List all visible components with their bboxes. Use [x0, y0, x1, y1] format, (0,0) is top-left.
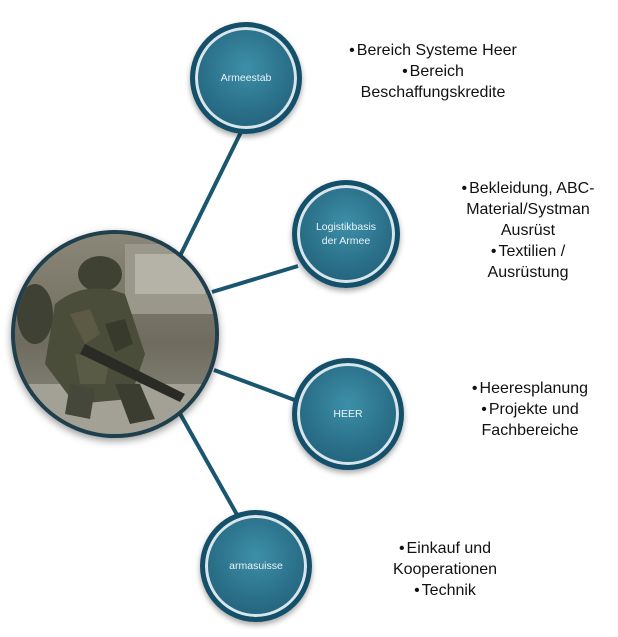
armasuisse-item-1: Einkauf und Kooperationen	[380, 538, 510, 580]
armeestab-bullets: Bereich Systeme Heer Bereich Beschaffung…	[318, 40, 548, 103]
node-logistikbasis: Logistikbasis der Armee	[292, 180, 400, 288]
node-heer: HEER	[292, 358, 404, 470]
logistikbasis-item-2: Textilien / Ausrüstung	[473, 241, 583, 283]
armasuisse-item-2: Technik	[370, 580, 520, 601]
heer-item-1: Heeresplanung	[445, 378, 615, 399]
node-armasuisse-label: armasuisse	[229, 560, 283, 572]
connector-heer	[213, 368, 301, 404]
node-heer-label: HEER	[333, 408, 363, 420]
node-armeestab-label: Armeestab	[220, 72, 272, 84]
connector-armeestab	[176, 129, 244, 261]
heer-bullets: Heeresplanung Projekte und Fachbereiche	[445, 378, 615, 441]
node-armeestab: Armeestab	[190, 22, 302, 134]
soldier-image	[15, 234, 215, 434]
armasuisse-bullets: Einkauf und Kooperationen Technik	[370, 538, 520, 601]
logistikbasis-item-1: Bekleidung, ABC-Material/Systman Ausrüst	[440, 178, 616, 241]
soldier-photo	[11, 230, 219, 438]
connector-logistikbasis	[211, 264, 299, 294]
node-logistikbasis-label: Logistikbasis der Armee	[315, 221, 377, 247]
armeestab-item-2: Bereich Beschaffungskredite	[358, 61, 508, 103]
logistikbasis-bullets: Bekleidung, ABC-Material/Systman Ausrüst…	[440, 178, 616, 283]
node-armasuisse: armasuisse	[200, 510, 312, 622]
heer-item-2: Projekte und Fachbereiche	[460, 399, 600, 441]
armeestab-item-1: Bereich Systeme Heer	[318, 40, 548, 61]
connector-armasuisse	[176, 409, 242, 521]
